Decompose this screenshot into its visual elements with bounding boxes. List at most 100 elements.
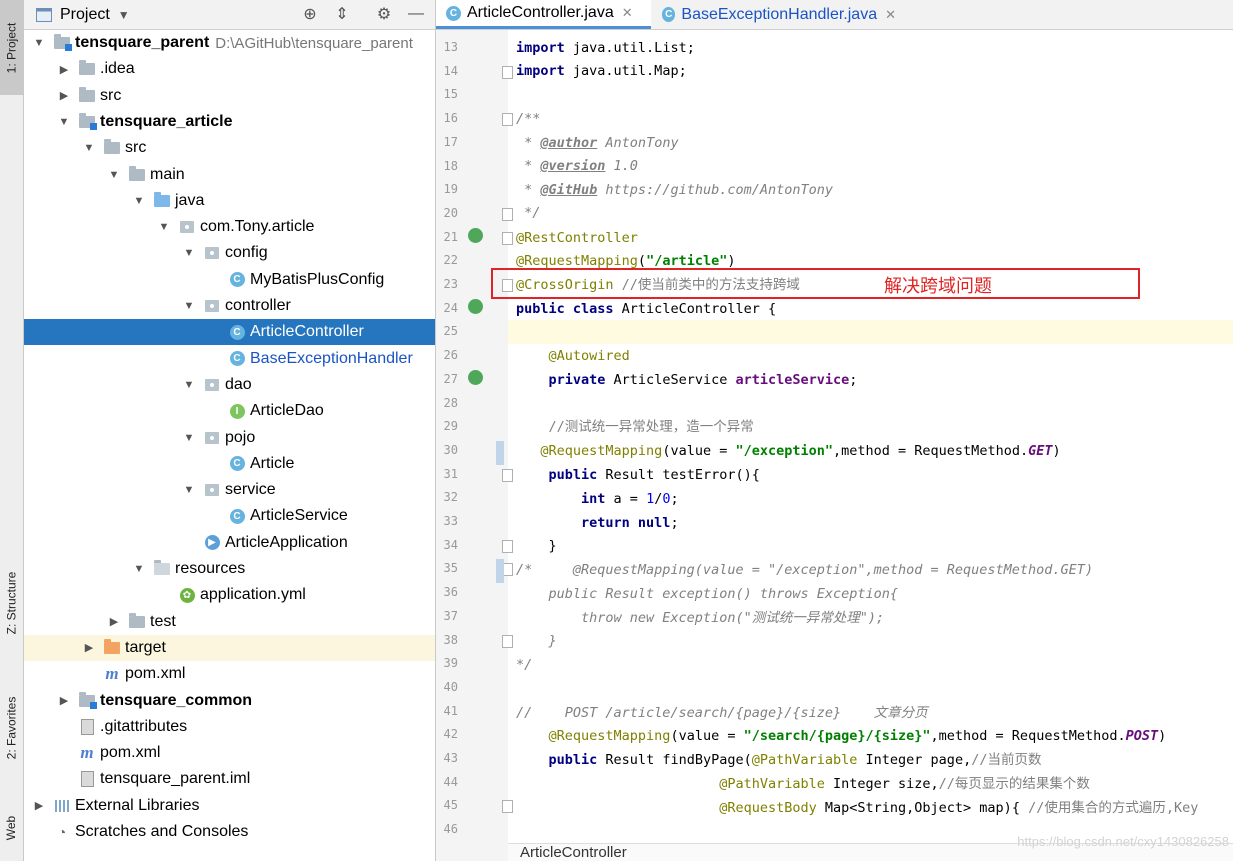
vcs-change-marker[interactable]	[496, 440, 504, 465]
chevron-down-icon[interactable]: ▼	[183, 247, 195, 260]
crossorigin-highlight-box	[491, 268, 1140, 299]
code-token: *	[516, 158, 541, 174]
chevron-down-icon[interactable]: ▼	[58, 115, 70, 128]
structure-tool-tab[interactable]: Z: Structure	[0, 555, 23, 650]
tree-item[interactable]: .gitattributes	[24, 714, 435, 740]
project-tool-tab[interactable]: 1: Project	[0, 0, 23, 95]
tree-item[interactable]: tensquare_parent.iml	[24, 766, 435, 792]
tab-article-controller[interactable]: C ArticleController.java ✕	[436, 0, 651, 29]
tab-base-exception-handler[interactable]: C BaseExceptionHandler.java ✕	[652, 0, 902, 29]
tree-item[interactable]: ▶External Libraries	[24, 793, 435, 819]
code-line-32: int a = 1/0;	[516, 487, 1233, 511]
tree-item[interactable]: ▼resources	[24, 556, 435, 582]
line-number: 35	[443, 561, 458, 576]
tree-item[interactable]: ▶tensquare_common	[24, 688, 435, 714]
chevron-right-icon[interactable]: ▶	[84, 642, 94, 655]
chevron-right-icon[interactable]: ▶	[59, 695, 69, 707]
chevron-down-icon[interactable]: ▼	[183, 378, 195, 391]
favorites-tool-tab[interactable]: 2: Favorites	[0, 680, 23, 775]
tree-item[interactable]: ▼ java	[24, 188, 435, 214]
chevron-down-icon[interactable]: ▼	[158, 221, 170, 234]
tree-item[interactable]: ▼tensquare_article	[24, 109, 435, 135]
tree-item[interactable]: ▼controller	[24, 293, 435, 319]
autowire-gutter-icon[interactable]	[468, 369, 483, 385]
line-number: 36	[443, 585, 458, 600]
code-token: )	[727, 253, 736, 269]
fold-marker-icon[interactable]	[502, 207, 513, 221]
resources-folder-icon	[154, 560, 170, 577]
chevron-right-icon[interactable]: ▶	[34, 800, 44, 813]
fold-marker-icon[interactable]	[502, 468, 513, 482]
spring-bean-gutter-icon[interactable]	[468, 227, 483, 243]
minimize-icon[interactable]: —	[408, 5, 424, 22]
chevron-down-icon[interactable]: ▼	[133, 194, 145, 207]
locate-icon[interactable]: ⊕	[303, 6, 317, 23]
tree-item[interactable]: ▼main	[24, 162, 435, 188]
chevron-down-icon[interactable]: ▼	[108, 168, 120, 181]
tree-item[interactable]: ▶ArticleApplication	[24, 530, 435, 556]
fold-marker-icon[interactable]	[502, 279, 513, 292]
tree-item[interactable]: ▼service	[24, 477, 435, 503]
tree-item[interactable]: ▼pojo	[24, 425, 435, 451]
project-panel-title[interactable]: Project	[60, 5, 110, 23]
code-token: ;	[670, 491, 679, 507]
line-number: 34	[443, 537, 458, 552]
code-token: ,method = RequestMethod.	[930, 728, 1126, 744]
chevron-down-icon[interactable]: ▼	[133, 563, 145, 575]
fold-marker-icon[interactable]	[502, 634, 513, 648]
tree-item-label: tensquare_parent	[75, 34, 210, 51]
tree-item[interactable]: ▼ config	[24, 240, 435, 266]
fold-marker-icon[interactable]	[502, 800, 513, 814]
fold-marker-icon[interactable]	[502, 231, 513, 245]
tree-item[interactable]: ▶src	[24, 83, 435, 109]
tree-item-label: .idea	[100, 60, 135, 78]
run-gutter-icon[interactable]	[468, 298, 483, 314]
chevron-right-icon[interactable]: ▶	[59, 63, 69, 76]
gear-icon[interactable]: ⚙	[376, 6, 392, 23]
line-number: 30	[443, 442, 458, 457]
chevron-down-icon[interactable]: ▼	[183, 431, 195, 444]
fold-marker-icon[interactable]	[502, 113, 513, 127]
tree-item-label: config	[225, 244, 268, 262]
close-icon[interactable]: ✕	[885, 6, 896, 22]
code-token: ;	[849, 372, 858, 388]
breadcrumb[interactable]: ArticleController	[508, 843, 1233, 861]
tree-item[interactable]: ▶test	[24, 609, 435, 635]
chevron-down-icon[interactable]: ▼	[33, 37, 45, 49]
fold-marker-icon[interactable]	[502, 65, 513, 79]
chevron-right-icon[interactable]: ▶	[59, 90, 69, 103]
chevron-down-icon[interactable]: ▼	[83, 142, 95, 155]
fold-marker-icon[interactable]	[502, 539, 513, 553]
collapse-all-icon[interactable]: ⇕	[335, 6, 349, 23]
scratches-icon: ◔	[57, 824, 67, 840]
close-icon[interactable]: ✕	[621, 5, 633, 20]
vcs-change-marker[interactable]	[496, 559, 504, 584]
tree-item[interactable]: ▼src	[24, 135, 435, 161]
tree-item[interactable]: ◔Scratches and Consoles	[24, 819, 435, 845]
tree-item[interactable]: ▼dao	[24, 372, 435, 398]
code-line-34: }	[516, 534, 1233, 558]
tree-item[interactable]: ✿application.yml	[24, 582, 435, 608]
code-token: a =	[605, 491, 647, 507]
web-tool-tab[interactable]: Web	[0, 800, 23, 855]
chevron-right-icon[interactable]: ▶	[109, 616, 119, 629]
code-line-35: /* @RequestMapping(value = "/exception",…	[516, 562, 1094, 578]
chevron-down-icon[interactable]: ▼	[183, 484, 195, 497]
chevron-down-icon[interactable]: ▼	[117, 7, 130, 22]
tree-item-label: java	[175, 191, 205, 209]
tree-item[interactable]: ▶target	[24, 634, 435, 661]
tree-item[interactable]: ▼com.Tony.article	[24, 214, 435, 240]
chevron-down-icon[interactable]: ▼	[183, 300, 195, 312]
code-token: (	[637, 253, 647, 269]
tree-item[interactable]: ▶ .idea	[24, 56, 435, 82]
